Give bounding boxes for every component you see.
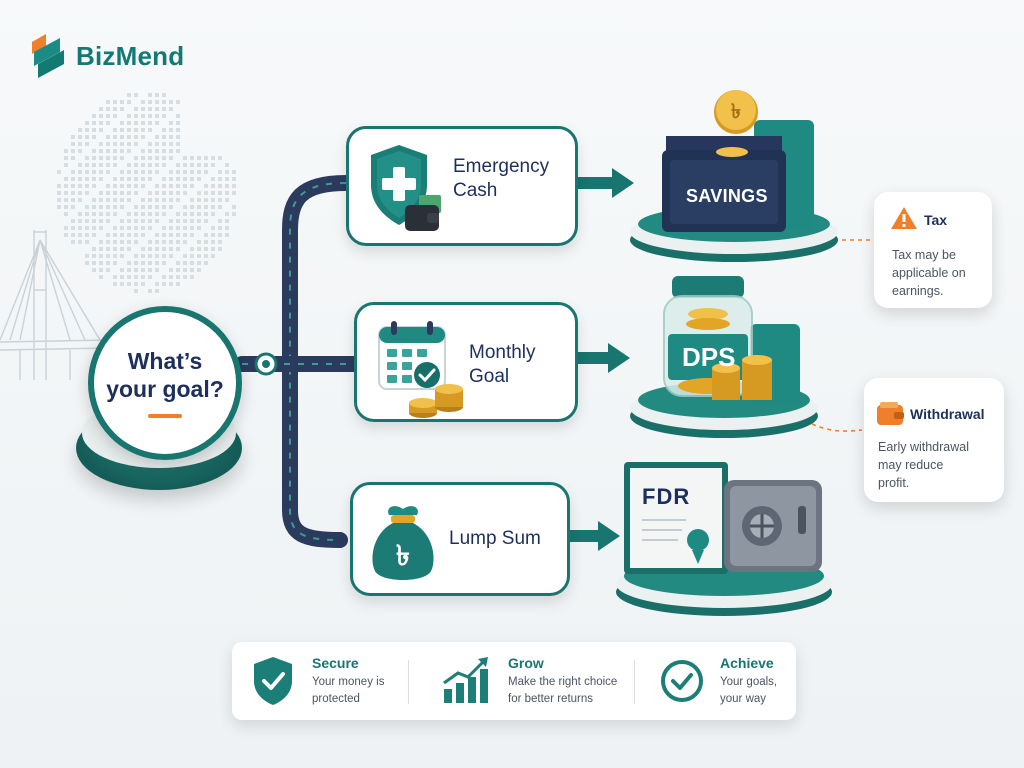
feature-title: Secure [312,655,359,672]
feature-desc: Make the right choice for better returns [508,674,617,706]
svg-text:৳: ৳ [731,99,741,123]
option-label-line1: Lump Sum [449,528,541,549]
note-line: Early withdrawal [878,440,970,454]
fdr-certificate-safe-illustration [616,462,832,616]
money-bag-taka-icon: ৳ [372,506,434,580]
goal-question-line1: What’s [127,348,203,375]
note-title-withdrawal: Withdrawal [910,406,985,422]
shield-medical-icon [371,145,441,231]
note-text-withdrawal: Early withdrawal may reduce profit. [878,438,969,492]
note-title-tax: Tax [924,212,948,228]
product-label-fdr: FDR [642,484,691,509]
option-card-monthly-goal[interactable]: Monthly Goal [354,302,578,422]
feature-secure: Secure Your money is protected [250,642,384,720]
map-pattern-decoration [57,93,236,293]
brand-logo: BizMend [30,34,184,78]
option-label-monthly-goal: Monthly Goal [469,341,536,389]
calendar-check-icon [378,321,463,418]
note-line: Tax may be [892,248,956,262]
feature-divider [408,660,409,704]
note-line: profit. [878,476,910,491]
product-label-dps: DPS [682,342,736,372]
note-line: earnings. [892,284,944,299]
note-line: applicable on [892,266,966,281]
product-label-savings: SAVINGS [686,186,768,206]
savings-box-illustration: ৳ [630,90,838,262]
goal-underline [148,413,182,418]
feature-grow: Grow Make the right choice for better re… [440,642,617,720]
goal-question: What’s your goal? [106,348,224,403]
feature-desc-line: your way [720,692,767,705]
bizmend-logo-icon [32,34,64,78]
option-label-line1: Emergency [453,156,550,177]
option-card-emergency-cash[interactable]: Emergency Cash [346,126,578,246]
note-card-withdrawal: Withdrawal Early withdrawal may reduce p… [864,378,1004,502]
feature-title: Grow [508,655,544,672]
feature-desc-line: Your goals, [720,676,778,689]
option-label-lump-sum: Lump Sum [449,527,541,551]
growth-chart-icon [443,657,488,703]
feature-desc: Your goals, your way [720,674,777,706]
dps-jar-illustration [630,276,818,438]
option-label-line2: Cash [453,179,498,201]
note-line: may reduce [878,458,944,473]
feature-divider [634,660,635,704]
feature-desc-line: for better returns [508,692,594,705]
brand-name: BizMend [76,40,185,71]
shield-check-icon [254,657,292,705]
feature-desc: Your money is protected [312,674,384,706]
option-label-line2: Goal [469,365,510,387]
feature-desc-line: Your money is [312,676,385,689]
option-label-emergency-cash: Emergency Cash [453,155,549,203]
feature-desc-line: protected [312,692,360,705]
feature-desc-line: Make the right choice [508,676,618,689]
option-card-lump-sum[interactable]: ৳ Lump Sum [350,482,570,596]
note-text-tax: Tax may be applicable on earnings. [892,246,966,300]
svg-text:৳: ৳ [396,539,410,572]
warning-triangle-icon [891,207,917,229]
note-card-tax: Tax Tax may be applicable on earnings. [874,192,992,308]
wallet-icon [877,402,904,425]
goal-question-line2: your goal? [106,376,224,402]
feature-achieve: Achieve Your goals, your way [660,642,777,720]
option-label-line1: Monthly [469,342,536,363]
bridge-illustration [0,230,110,380]
feature-title: Achieve [720,655,774,672]
check-circle-icon [661,660,703,702]
goal-question-circle: What’s your goal? [88,306,242,460]
features-bar: Secure Your money is protected Grow Make… [232,642,796,720]
